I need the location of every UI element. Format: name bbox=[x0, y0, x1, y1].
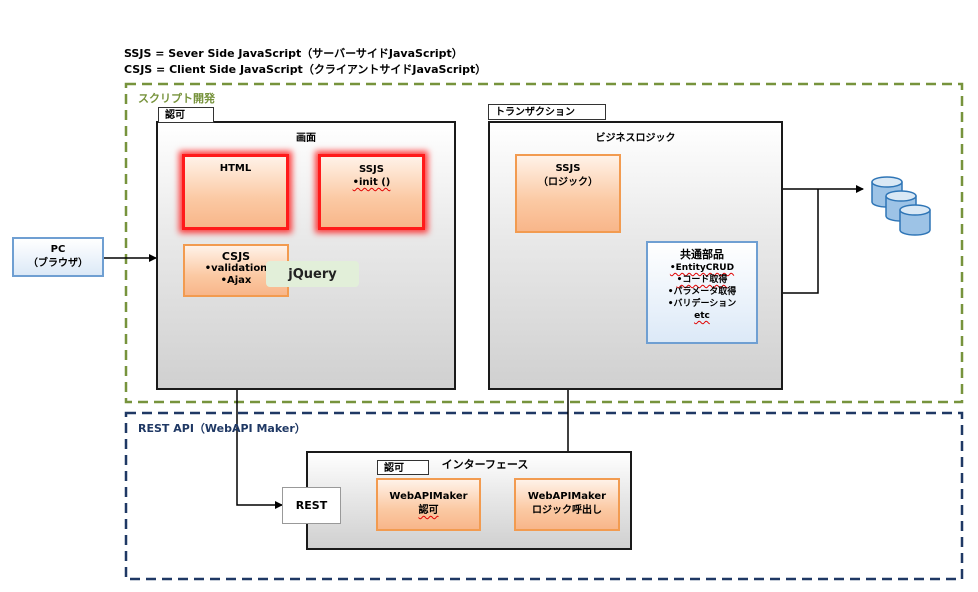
csjs-ajax: •Ajax bbox=[220, 275, 252, 286]
transaction-tag: トランザクション bbox=[488, 104, 606, 120]
screen-ssjs-box: SSJS •init () bbox=[318, 154, 425, 230]
business-ssjs-label: SSJS bbox=[555, 163, 581, 174]
ssjs-definition: SSJS = Sever Side JavaScript（サーバーサイドJava… bbox=[124, 47, 463, 60]
screen-auth-tag: 認可 bbox=[158, 107, 214, 123]
csjs-definition: CSJS = Client Side JavaScript（クライアントサイドJ… bbox=[124, 63, 487, 76]
webapi-auth-sub: 認可 bbox=[418, 505, 439, 516]
html-box: HTML bbox=[182, 154, 289, 230]
screen-title: 画面 bbox=[296, 133, 316, 144]
pc-label: PC bbox=[50, 244, 66, 255]
common-item-etc: etc bbox=[694, 311, 710, 321]
script-dev-label: スクリプト開発 bbox=[138, 92, 215, 105]
rest-api-label: REST API（WebAPI Maker） bbox=[138, 422, 306, 435]
screen-ssjs-init: •init () bbox=[352, 177, 391, 188]
common-item-code: •コード取得 bbox=[676, 275, 728, 285]
database-icon bbox=[871, 176, 931, 236]
webapi-auth-label: WebAPIMaker bbox=[389, 491, 468, 502]
business-ssjs-box: SSJS （ロジック） bbox=[515, 154, 621, 233]
common-item-entitycrud: •EntityCRUD bbox=[669, 263, 735, 273]
csjs-validation: •validation bbox=[204, 263, 268, 274]
business-logic-title: ビジネスロジック bbox=[595, 133, 676, 144]
screen-ssjs-label: SSJS bbox=[359, 164, 384, 175]
script-dev-region bbox=[124, 82, 964, 404]
pc-browser-box: PC （ブラウザ） bbox=[12, 237, 104, 277]
webapi-logic-label: WebAPIMaker bbox=[527, 491, 607, 502]
webapi-logic-call-box: WebAPIMaker ロジック呼出し bbox=[514, 478, 620, 531]
csjs-label: CSJS bbox=[221, 250, 251, 263]
business-ssjs-logic: （ロジック） bbox=[538, 177, 598, 188]
common-parts-title: 共通部品 bbox=[680, 248, 724, 261]
interface-auth-tag: 認可 bbox=[377, 460, 429, 475]
webapi-auth-box: WebAPIMaker 認可 bbox=[376, 478, 481, 531]
common-parts-box: 共通部品 •EntityCRUD •コード取得 •パラメータ取得 •バリデーショ… bbox=[646, 241, 758, 344]
html-label: HTML bbox=[219, 163, 252, 174]
interface-title: インターフェース bbox=[441, 458, 529, 471]
webapi-logic-sub: ロジック呼出し bbox=[532, 505, 602, 516]
browser-label: （ブラウザ） bbox=[28, 258, 88, 269]
common-item-validation: •バリデーション bbox=[667, 299, 737, 309]
common-item-parameter: •パラメータ取得 bbox=[667, 287, 737, 297]
rest-box: REST bbox=[282, 487, 341, 524]
rest-api-region bbox=[124, 411, 964, 581]
jquery-label: jQuery bbox=[266, 261, 359, 287]
